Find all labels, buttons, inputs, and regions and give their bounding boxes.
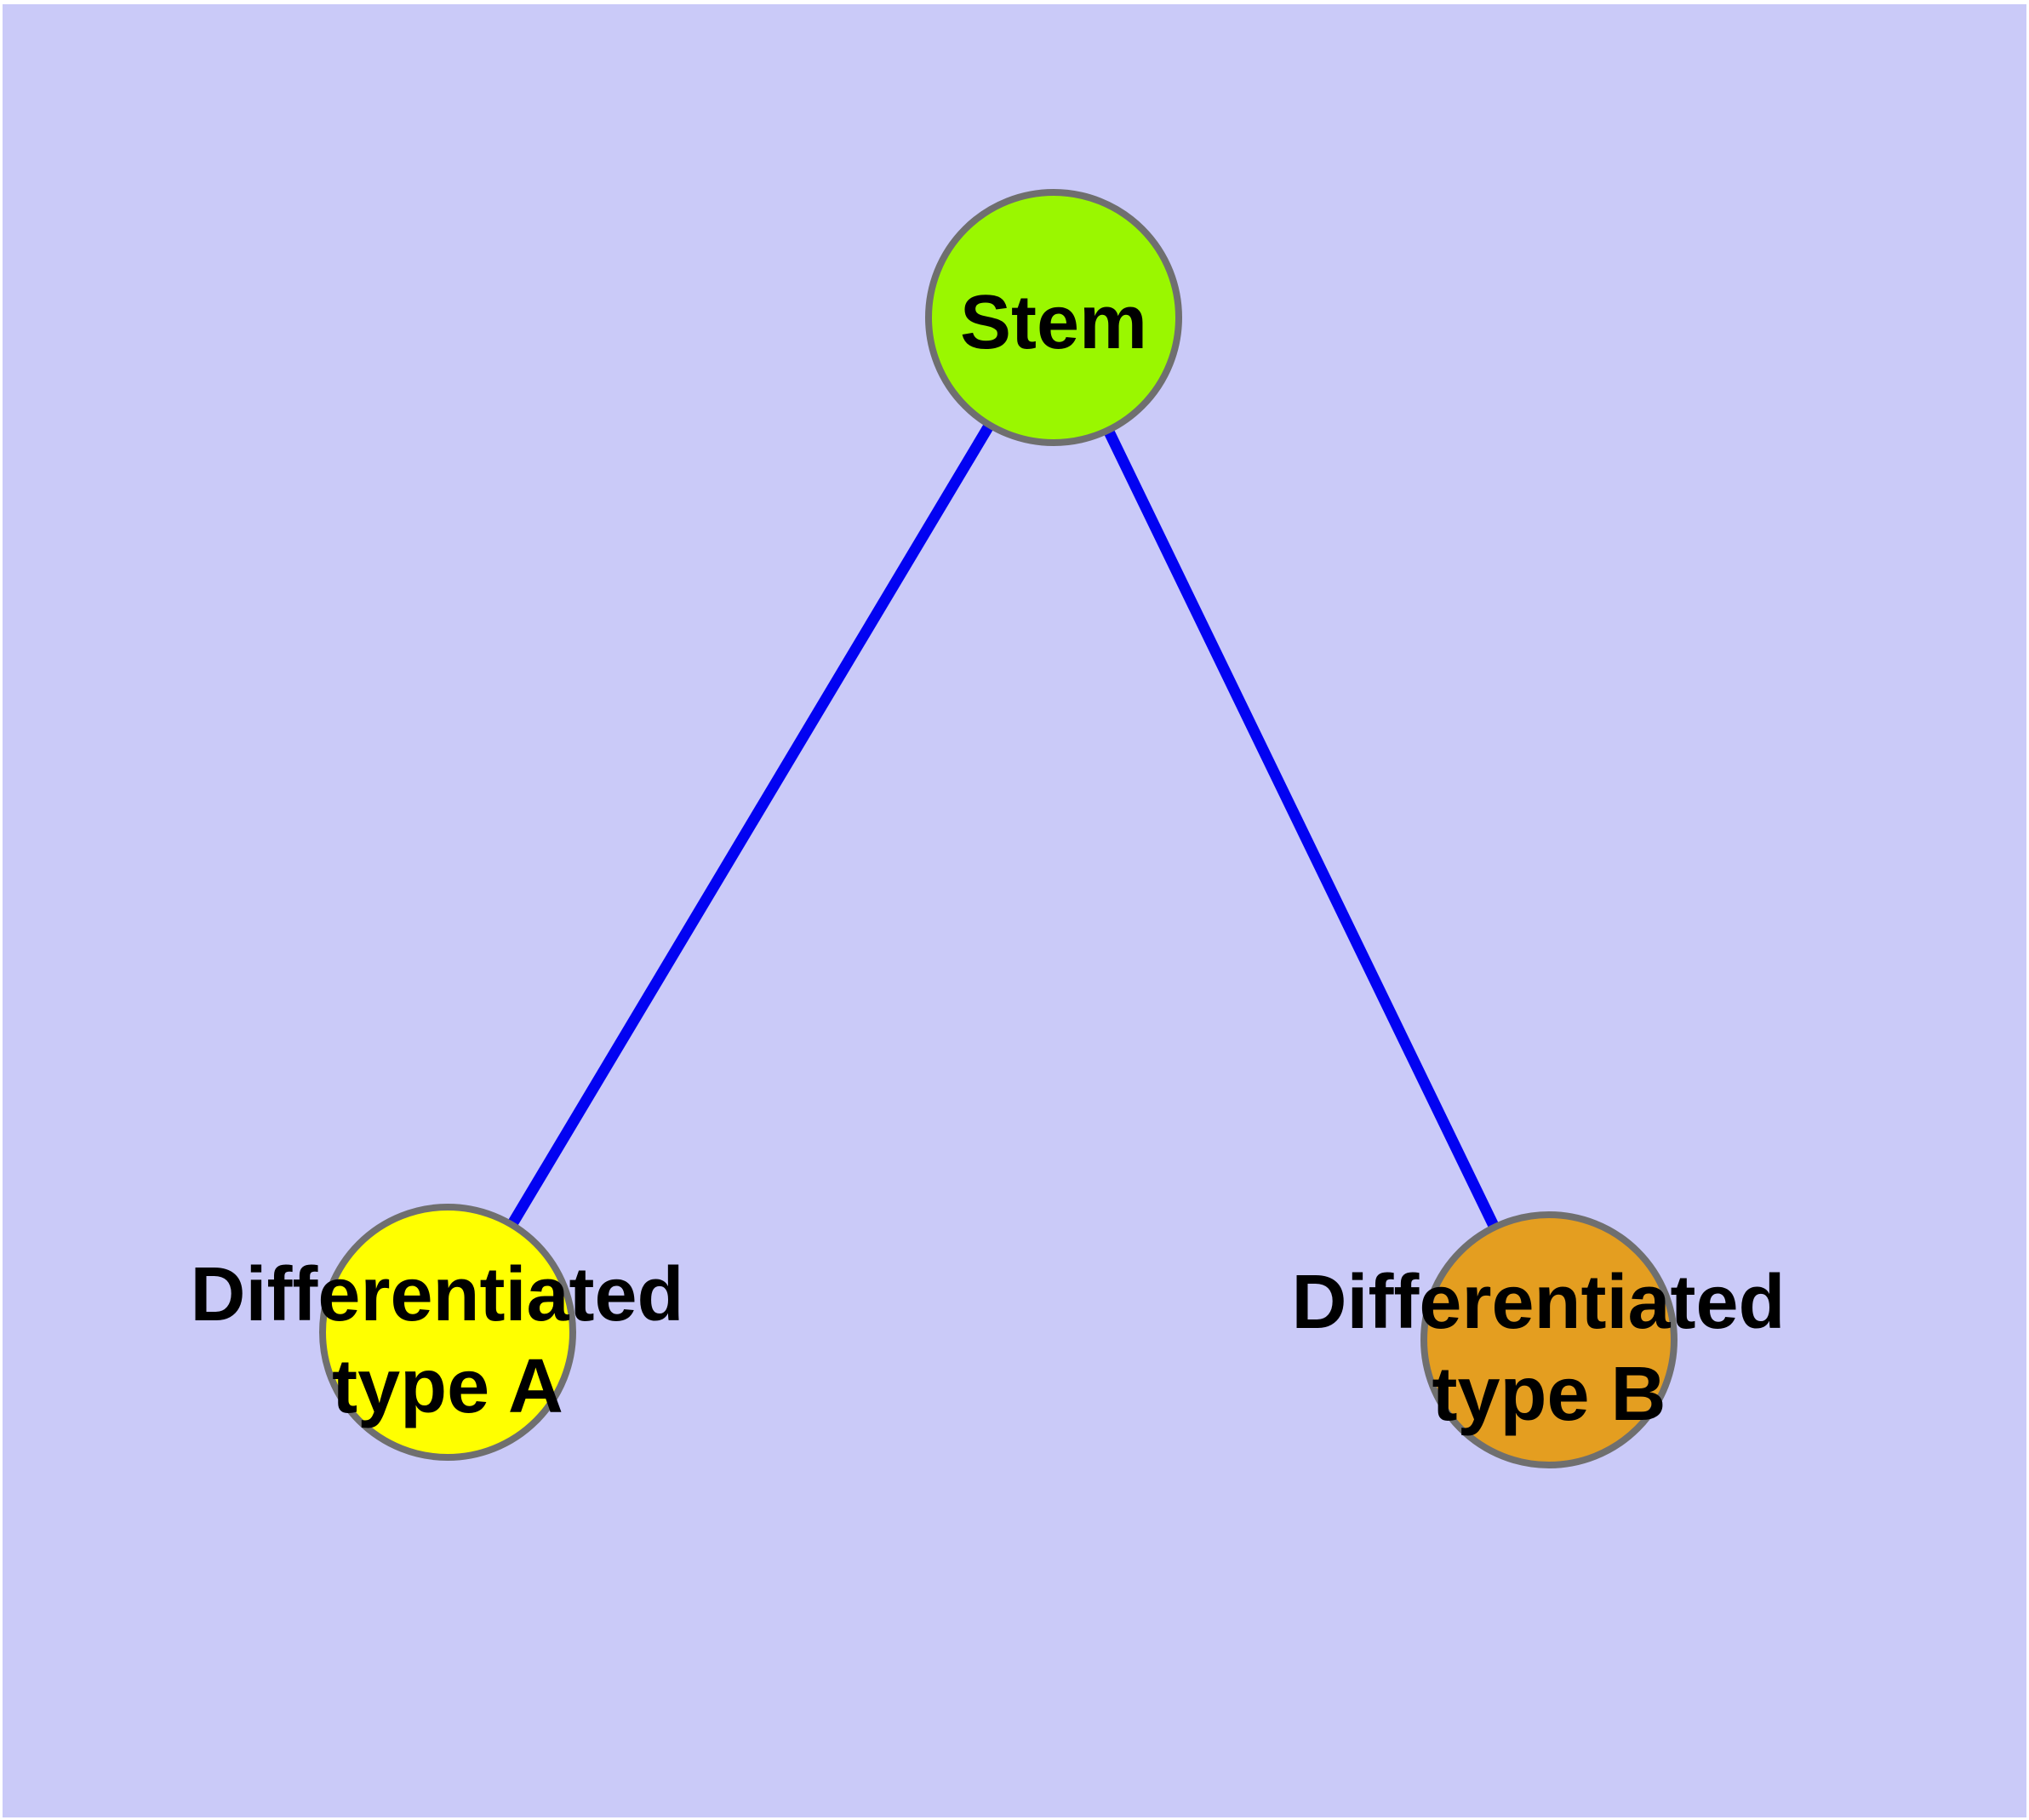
stem-node-label: Stem [960, 280, 1147, 365]
stem-node-circle [925, 189, 1182, 446]
edge-stem-to-type-b [1049, 315, 1554, 1342]
type-a-label-line-1: Differentiated [190, 1252, 683, 1337]
type-b-label-line-2: type B [1432, 1352, 1666, 1437]
edge-stem-to-type-a [443, 314, 1059, 1336]
node-differentiated-type-a: Differentiated type A [190, 1204, 705, 1461]
node-stem: Stem [925, 189, 1182, 446]
type-b-node-label: Differentiated type B [1291, 1260, 1806, 1437]
type-a-node-circle [319, 1204, 576, 1461]
type-a-label-line-2: type A [332, 1344, 563, 1429]
edge-group [443, 314, 1554, 1342]
type-b-node-circle [1420, 1211, 1677, 1468]
type-b-label-line-1: Differentiated [1291, 1260, 1785, 1345]
type-a-node-label: Differentiated type A [190, 1252, 705, 1429]
node-differentiated-type-b: Differentiated type B [1291, 1211, 1806, 1468]
